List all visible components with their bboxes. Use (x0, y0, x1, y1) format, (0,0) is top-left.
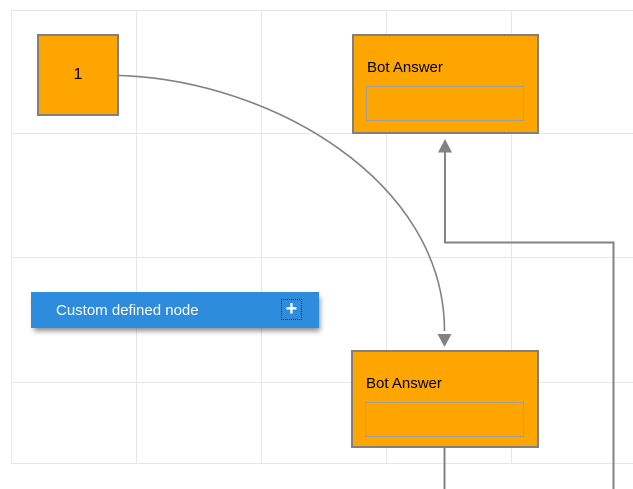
bot-answer-title: Bot Answer (367, 59, 443, 76)
bot-answer-field[interactable] (366, 86, 524, 121)
arrowhead-up-icon (438, 139, 452, 153)
custom-defined-node[interactable]: Custom defined node + (31, 292, 319, 328)
bot-answer-node-top[interactable]: Bot Answer (352, 34, 539, 134)
custom-node-label: Custom defined node (56, 301, 199, 319)
bot-answer-title: Bot Answer (366, 375, 442, 392)
add-node-button[interactable]: + (281, 299, 302, 320)
arrowhead-down-icon (437, 334, 452, 347)
edge-curve-start-to-bottom-answer[interactable] (118, 74, 452, 348)
edge-elbow-into-top-answer[interactable] (438, 139, 615, 489)
edge-elbow-path[interactable] (444, 152, 615, 489)
start-node-label: 1 (73, 66, 83, 83)
bot-answer-field[interactable] (365, 402, 524, 437)
start-node[interactable]: 1 (37, 34, 119, 116)
plus-icon: + (285, 297, 298, 320)
bot-answer-node-bottom[interactable]: Bot Answer (351, 350, 539, 448)
edge-curve-path[interactable] (118, 74, 446, 332)
